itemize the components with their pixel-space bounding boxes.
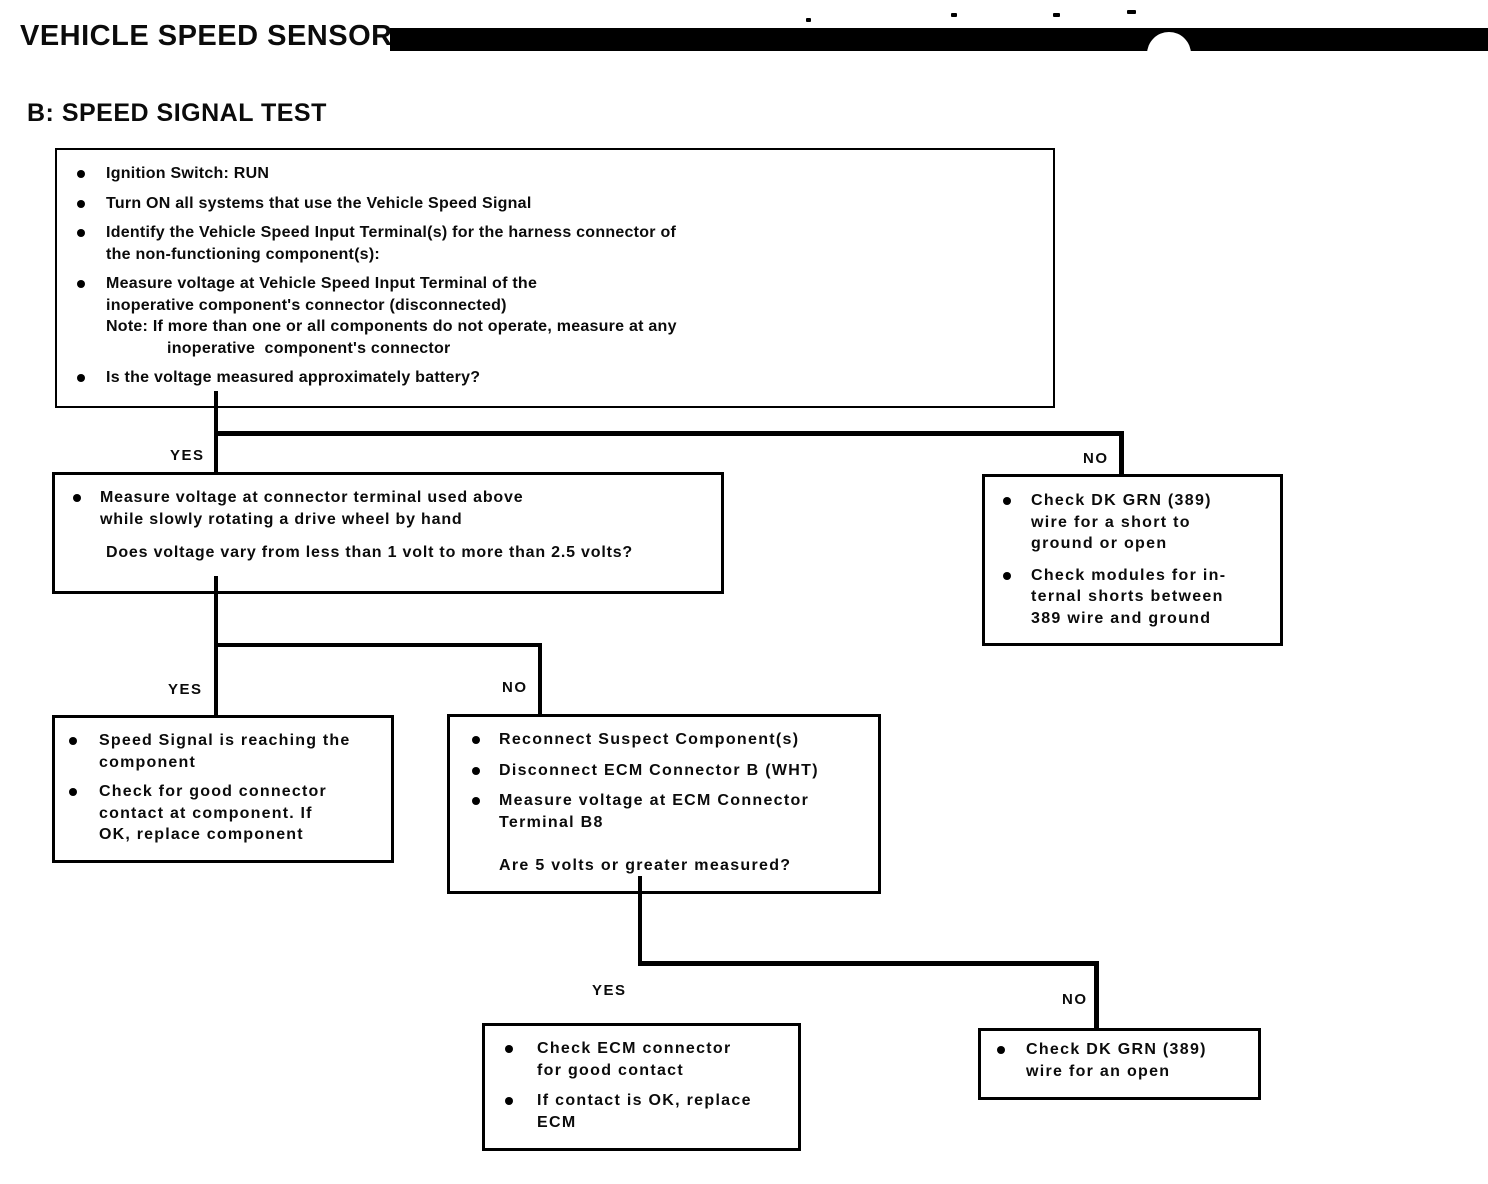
connector-line-horizontal — [214, 431, 1124, 436]
bullet-icon — [505, 1097, 513, 1105]
bullet-text: Ignition Switch: RUN — [106, 165, 270, 182]
bullet-item: Turn ON all systems that use the Vehicle… — [77, 193, 1035, 215]
flow-box-signal-reaching-component: Speed Signal is reaching the component C… — [52, 715, 394, 863]
bullet-icon — [69, 788, 77, 796]
bullet-text: Is the voltage measured approximately ba… — [106, 369, 481, 386]
bullet-text: Identify the Vehicle Speed Input Termina… — [106, 224, 677, 263]
branch-label-yes-1: YES — [170, 447, 205, 464]
bullet-icon — [77, 374, 85, 382]
section-heading: B: SPEED SIGNAL TEST — [27, 99, 327, 127]
bullet-icon — [472, 766, 480, 775]
flow-box-measure-rotating-wheel: Measure voltage at connector terminal us… — [52, 472, 724, 594]
bullet-icon — [1003, 497, 1011, 505]
scan-artifact-speck — [951, 13, 957, 17]
bullet-icon — [77, 229, 85, 237]
bullet-item: Reconnect Suspect Component(s) — [472, 729, 878, 751]
connector-line-vertical — [638, 876, 642, 966]
bullet-icon — [472, 736, 480, 744]
connector-line-horizontal — [214, 643, 542, 647]
bullet-item: Measure voltage at Vehicle Speed Input T… — [77, 273, 1035, 359]
bullet-item: Is the voltage measured approximately ba… — [77, 367, 1035, 389]
connector-line-vertical — [1094, 961, 1099, 1029]
bullet-text: Measure voltage at ECM Connector Termina… — [499, 792, 810, 831]
bullet-item: Check DK GRN (389) wire for an open — [997, 1039, 1258, 1082]
bullet-item: Check modules for in- ternal shorts betw… — [1003, 565, 1280, 630]
bullet-icon — [69, 737, 77, 745]
bullet-text: Speed Signal is reaching the component — [99, 732, 351, 771]
flow-box-start-conditions: Ignition Switch: RUN Turn ON all systems… — [55, 148, 1055, 408]
bullet-item: Check for good connector contact at comp… — [69, 781, 391, 846]
flow-box-check-ecm-connector: Check ECM connector for good contact If … — [482, 1023, 801, 1151]
punch-hole-notch — [1147, 32, 1191, 76]
bullet-text: If contact is OK, replace ECM — [537, 1092, 752, 1131]
scan-artifact-speck — [806, 18, 811, 22]
branch-label-yes-3: YES — [592, 982, 627, 999]
bullet-text: Measure voltage at connector terminal us… — [100, 489, 524, 528]
branch-label-no-1: NO — [1083, 450, 1109, 467]
bullet-item: Measure voltage at connector terminal us… — [73, 487, 721, 531]
connector-line-vertical — [538, 643, 542, 716]
flow-box-check-dkgrn-short: Check DK GRN (389) wire for a short to g… — [982, 474, 1283, 646]
bullet-text: Measure voltage at Vehicle Speed Input T… — [106, 275, 677, 357]
bullet-item: Check DK GRN (389) wire for a short to g… — [1003, 490, 1280, 555]
bullet-text: Check for good connector contact at comp… — [99, 783, 327, 843]
bullet-icon — [472, 797, 480, 805]
bullet-item: Measure voltage at ECM Connector Termina… — [472, 790, 878, 833]
branch-label-yes-2: YES — [168, 681, 203, 698]
decision-question: Are 5 volts or greater measured? — [499, 857, 792, 874]
bullet-icon — [997, 1046, 1005, 1054]
branch-label-no-2: NO — [502, 679, 528, 696]
bullet-text: Check modules for in- ternal shorts betw… — [1031, 566, 1227, 627]
bullet-text: Reconnect Suspect Component(s) — [499, 731, 800, 748]
bullet-item: Disconnect ECM Connector B (WHT) — [472, 760, 878, 782]
flow-box-reconnect-measure-ecm: Reconnect Suspect Component(s) Disconnec… — [447, 714, 881, 894]
bullet-item: Ignition Switch: RUN — [77, 163, 1035, 185]
bullet-icon — [77, 199, 85, 208]
branch-label-no-3: NO — [1062, 991, 1088, 1008]
bullet-text: Turn ON all systems that use the Vehicle… — [106, 194, 532, 212]
scan-artifact-speck — [1053, 13, 1060, 17]
bullet-item: Speed Signal is reaching the component — [69, 730, 391, 773]
connector-line-vertical — [1119, 431, 1124, 476]
flow-box-check-dkgrn-open: Check DK GRN (389) wire for an open — [978, 1028, 1261, 1100]
bullet-icon — [1003, 571, 1011, 580]
bullet-icon — [73, 494, 81, 502]
bullet-icon — [77, 170, 85, 178]
bullet-item: Identify the Vehicle Speed Input Termina… — [77, 222, 1035, 265]
page-title: VEHICLE SPEED SENSOR — [20, 20, 393, 52]
connector-line-horizontal — [638, 961, 1099, 966]
bullet-icon — [505, 1045, 513, 1053]
bullet-item: If contact is OK, replace ECM — [505, 1090, 798, 1133]
bullet-item: Check ECM connector for good contact — [505, 1038, 798, 1081]
bullet-text: Check DK GRN (389) wire for an open — [1026, 1041, 1207, 1080]
bullet-text: Disconnect ECM Connector B (WHT) — [499, 761, 819, 779]
header-bar — [390, 28, 1488, 76]
scan-artifact-speck — [1127, 10, 1136, 14]
bullet-text: Check DK GRN (389) wire for a short to g… — [1031, 492, 1212, 552]
bullet-text: Check ECM connector for good contact — [537, 1040, 732, 1079]
decision-question: Does voltage vary from less than 1 volt … — [106, 544, 633, 561]
bullet-icon — [77, 280, 85, 288]
